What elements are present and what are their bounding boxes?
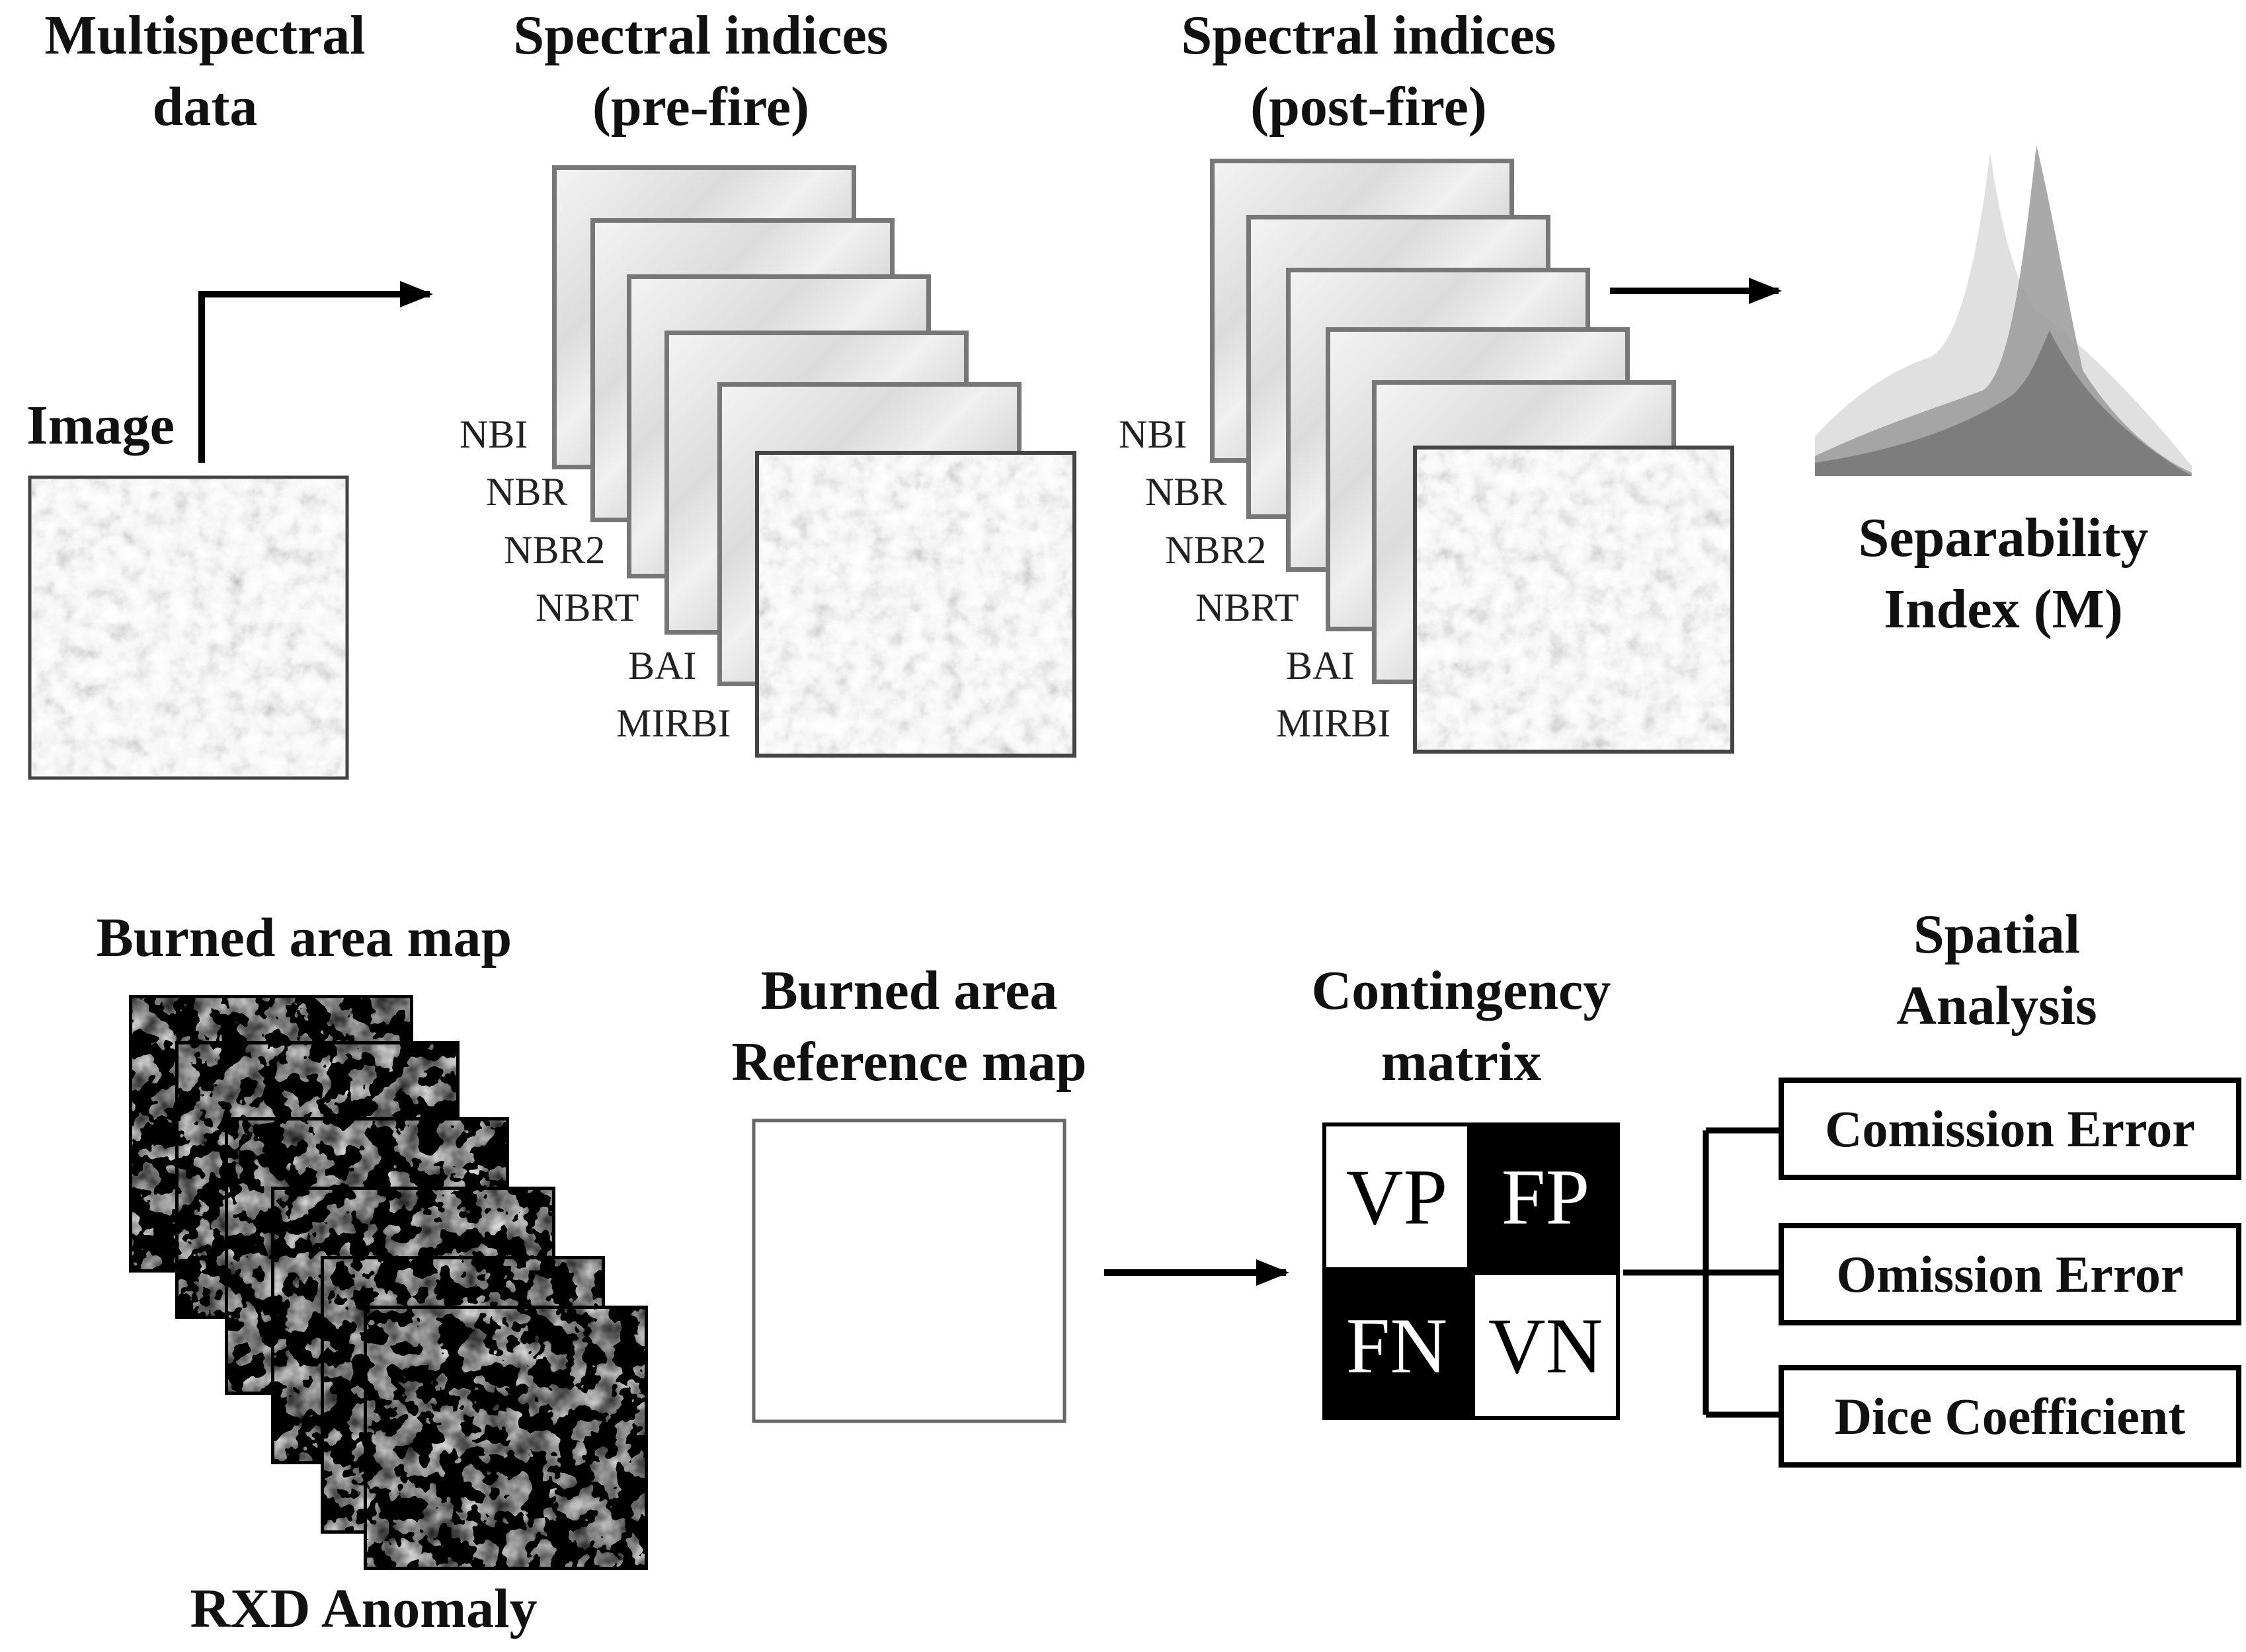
matrix-cell-fn: FN <box>1322 1271 1471 1420</box>
pre-index-label: NBR <box>486 470 568 514</box>
image-title: Image <box>26 395 175 456</box>
pre-index-label: BAI <box>628 644 697 688</box>
separability-title: Separability Index (M) <box>1858 507 2149 640</box>
rxd-title: RXD Anomaly <box>190 1578 538 1639</box>
pre-index-label: NBR2 <box>504 528 606 572</box>
dice-coefficient-box: Dice Coefficient <box>1779 1365 2241 1468</box>
separability-histogram <box>1815 145 2192 476</box>
image-photo <box>28 475 349 780</box>
spatial-title: Spatial Analysis <box>1896 904 2097 1037</box>
contingency-title: Contingency matrix <box>1311 960 1611 1093</box>
reference-map <box>752 1119 1066 1423</box>
matrix-cell-vn: VN <box>1471 1271 1620 1420</box>
image-arrow <box>198 281 433 463</box>
pre-fire-title: Spectral indices (pre-fire) <box>513 5 889 138</box>
reference-title: Burned area Reference map <box>731 960 1087 1093</box>
pre-index-label: NBI <box>460 413 528 456</box>
post-index-label: BAI <box>1286 644 1355 688</box>
pre-index-label: MIRBI <box>616 701 731 745</box>
post-index-label: NBRT <box>1195 586 1299 629</box>
matrix-cell-fp: FP <box>1471 1122 1620 1271</box>
rxd-stack <box>129 995 648 1570</box>
multispectral-title: Multispectral data <box>44 5 366 138</box>
spatial-connectors <box>1623 1127 1785 1418</box>
post-index-label: NBR <box>1145 470 1227 514</box>
matrix-cell-vp: VP <box>1322 1122 1471 1271</box>
comission-error-box: Comission Error <box>1779 1078 2241 1180</box>
post-fire-frame-bai <box>1372 380 1676 684</box>
omission-error-box: Omission Error <box>1779 1223 2241 1325</box>
pre-index-label: NBRT <box>536 586 639 629</box>
post-index-label: NBI <box>1119 413 1187 456</box>
post-index-label: NBR2 <box>1165 528 1267 572</box>
post-fire-title: Spectral indices (post-fire) <box>1181 5 1556 138</box>
pre-fire-frame-bai <box>717 382 1022 686</box>
post-index-label: MIRBI <box>1276 701 1391 745</box>
burned-map-title: Burned area map <box>96 907 512 968</box>
